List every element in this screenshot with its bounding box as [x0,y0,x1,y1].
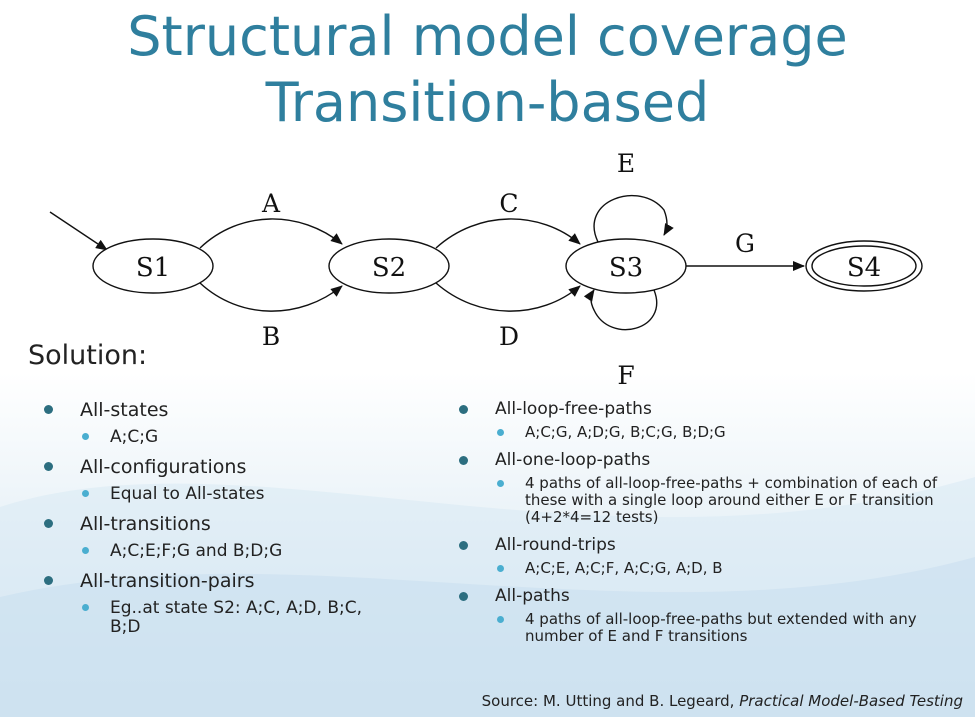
source-citation: Source: M. Utting and B. Legeard, Practi… [482,692,963,710]
solution-heading: Solution: [28,340,148,371]
criterion-item: All-one-loop-paths [457,449,962,471]
criterion-detail-text: A;C;E, A;C;F, A;C;G, A;D, B [525,559,723,577]
criterion-label: All-transition-pairs [80,570,255,592]
bullet-icon [44,519,53,528]
sub-bullet-icon [82,547,89,554]
transition-label-d: D [499,322,519,351]
sub-bullet-icon [497,616,504,623]
state-s3 [565,238,687,294]
transition-label-f: F [617,361,634,390]
bullet-icon [44,405,53,414]
transition-a-edge [199,218,343,249]
bullet-icon [44,462,53,471]
state-label-s3: S3 [609,253,643,283]
criterion-detail-text: A;C;G, A;D;G, B;C;G, B;D;G [525,423,726,441]
initial-transition [49,211,108,251]
bullet-icon [459,405,468,414]
criterion-label: All-loop-free-paths [495,399,652,419]
criterion-detail-text: 4 paths of all-loop-free-paths + combina… [525,474,938,526]
criterion-detail: 4 paths of all-loop-free-paths + combina… [457,475,962,526]
state-diagram: S1 S2 S3 S4 A B C D E F G [49,149,923,390]
criterion-detail-text: Equal to All-states [110,484,265,504]
bullet-icon [459,592,468,601]
criteria-list-right: All-loop-free-paths A;C;G, A;D;G, B;C;G,… [457,398,962,653]
transition-d-edge [435,282,581,312]
criterion-label: All-round-trips [495,535,616,555]
bullet-icon [459,456,468,465]
sub-bullet-icon [82,490,89,497]
criterion-detail-text: A;C;E;F;G and B;D;G [110,541,283,561]
criterion-label: All-states [80,399,169,421]
transition-b-edge [199,282,343,312]
criterion-detail-text: 4 paths of all-loop-free-paths but exten… [525,610,917,645]
transition-e-loop [593,194,674,243]
criterion-detail: A;C;E, A;C;F, A;C;G, A;D, B [457,560,962,577]
criterion-label: All-configurations [80,456,247,478]
source-book-title: Practical Model-Based Testing [739,692,963,710]
sub-bullet-icon [497,480,504,487]
title-line-1: Structural model coverage [127,5,848,68]
criterion-item: All-transitions [42,512,432,536]
bullet-icon [459,541,468,550]
source-prefix: Source: M. Utting and B. Legeard, [481,692,740,710]
criterion-item: All-paths [457,585,962,607]
criterion-detail: A;C;G, A;D;G, B;C;G, B;D;G [457,424,962,441]
criterion-detail: A;C;G [42,428,432,447]
sub-bullet-icon [82,433,89,440]
transition-f-loop [583,289,658,331]
criterion-detail-text: Eg..at state S2: A;C, A;D, B;C, B;D [110,598,362,637]
state-s2 [328,238,450,294]
criterion-item: All-round-trips [457,534,962,556]
criterion-detail: Eg..at state S2: A;C, A;D, B;C, B;D [42,599,390,637]
transition-label-c: C [499,189,518,218]
criterion-detail: A;C;E;F;G and B;D;G [42,542,432,561]
state-label-s1: S1 [136,253,170,283]
slide-title: Structural model coverage Transition-bas… [0,4,975,136]
bullet-icon [44,576,53,585]
criterion-detail-text: A;C;G [110,427,159,447]
criterion-detail: Equal to All-states [42,485,432,504]
criterion-item: All-configurations [42,455,432,479]
criterion-item: All-transition-pairs [42,569,432,593]
criterion-label: All-transitions [80,513,211,535]
transition-label-a: A [261,189,281,218]
transition-c-edge [435,218,581,249]
state-label-s4: S4 [847,253,881,283]
state-s1 [92,238,214,294]
title-line-2: Transition-based [265,71,710,134]
state-s4-inner [811,245,917,287]
transition-label-g: G [735,229,755,258]
state-label-s2: S2 [372,253,406,283]
criterion-item: All-loop-free-paths [457,398,962,420]
criterion-label: All-one-loop-paths [495,450,651,470]
criterion-detail: 4 paths of all-loop-free-paths but exten… [457,611,962,645]
transition-label-b: B [262,322,280,351]
criteria-list-left: All-states A;C;G All-configurations Equa… [42,398,432,645]
sub-bullet-icon [497,565,504,572]
criterion-label: All-paths [495,586,570,606]
transition-label-e: E [617,149,635,178]
sub-bullet-icon [497,429,504,436]
sub-bullet-icon [82,604,89,611]
criterion-item: All-states [42,398,432,422]
